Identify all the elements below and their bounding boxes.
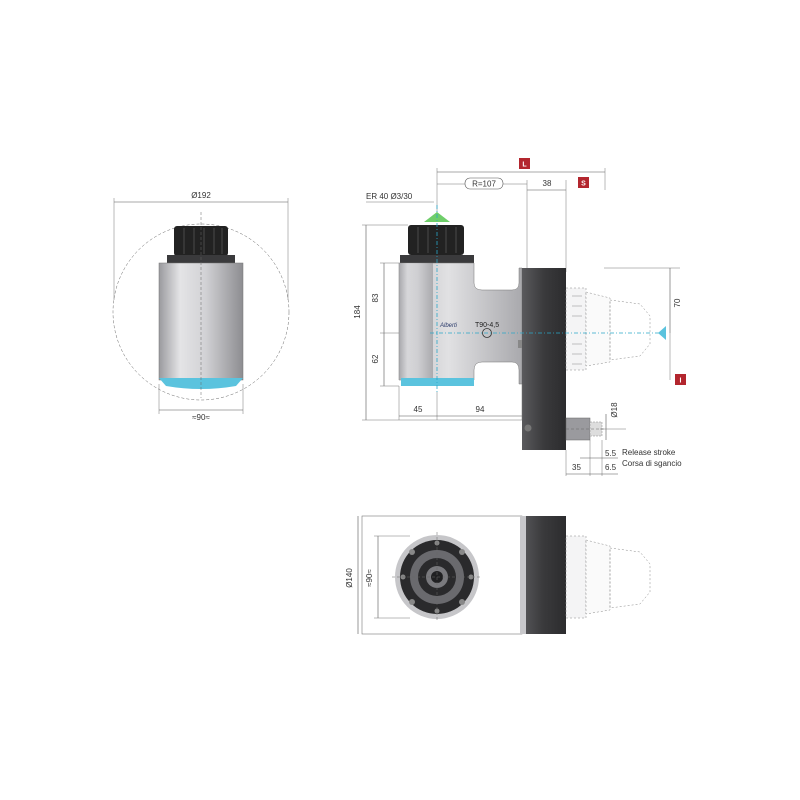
tag-S: [578, 177, 589, 188]
side-cyan-face: [401, 378, 474, 386]
dim-70-label: 70: [673, 298, 682, 307]
front-view: Ø140 ≈90≈: [345, 515, 651, 635]
side-collet-nut: [408, 225, 464, 255]
front-flange: [520, 516, 566, 634]
dim-94-label: 94: [476, 405, 485, 414]
front-taper: [565, 535, 651, 619]
flange: [522, 268, 566, 450]
tag-I: [675, 374, 686, 385]
dim-192-label: Ø192: [191, 191, 211, 200]
dim-6-5-label: 6.5: [605, 463, 617, 472]
width-90-vertical-label: ≈90≈: [365, 569, 374, 587]
radius-label: R=107: [472, 180, 496, 189]
dia-140-label: Ø140: [345, 568, 354, 588]
dim-45-label: 45: [414, 405, 423, 414]
release-stroke-label: Release stroke: [622, 448, 676, 457]
dim-184-label: 184: [353, 305, 362, 319]
side-view: L R=107 38 S ER 40 Ø3/30: [353, 158, 686, 476]
left-view: Ø192 ≈90≈: [112, 191, 290, 422]
tag-L-text: L: [522, 162, 527, 169]
dia-18-label: Ø18: [610, 402, 619, 418]
tag-S-text: S: [581, 181, 586, 188]
dim-38-label: 38: [543, 179, 552, 188]
cyan-arrow: [658, 326, 666, 340]
tag-I-text: I: [680, 378, 682, 385]
collet-nut: [174, 226, 228, 256]
sweep-circle: [112, 223, 290, 401]
corsa-sgancio-label: Corsa di sgancio: [622, 459, 682, 468]
dim-90-label: ≈90≈: [192, 413, 210, 422]
dim-83-label: 83: [371, 293, 380, 302]
dim-62-label: 62: [371, 354, 380, 363]
er-collet-label: ER 40 Ø3/30: [366, 192, 413, 201]
dim-5-5-label: 5.5: [605, 449, 617, 458]
tag-L: [519, 158, 530, 169]
dim-35-label: 35: [572, 463, 581, 472]
model-label: T90-4,5: [475, 322, 499, 329]
taper-shank: [565, 287, 651, 371]
brand-label: Alberti: [439, 323, 458, 329]
